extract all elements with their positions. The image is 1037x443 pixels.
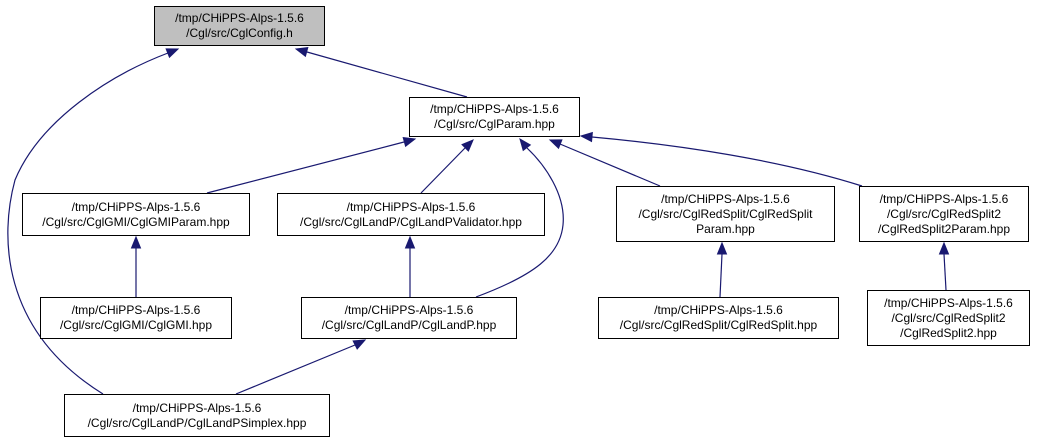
node-line: /Cgl/src/CglRedSplit/CglRedSplit <box>638 206 813 221</box>
node-line: /tmp/CHiPPS-Alps-1.5.6 <box>71 199 201 214</box>
edge-gmiparam-to-param <box>206 141 405 194</box>
arrowhead-simplex-to-root <box>165 48 180 59</box>
node-cglconfig-h[interactable]: /tmp/CHiPPS-Alps-1.5.6 /Cgl/src/CglConfi… <box>154 6 325 46</box>
node-line: /tmp/CHiPPS-Alps-1.5.6 <box>71 303 201 317</box>
node-line: Param.hpp <box>696 221 755 236</box>
arrowhead-landp-to-validator <box>404 235 416 249</box>
edge-redsplitpar-to-param <box>559 143 661 187</box>
node-line: /CglRedSplit2.hpp <box>900 325 997 340</box>
arrowhead-red2param-to-param <box>579 131 593 143</box>
node-line: /tmp/CHiPPS-Alps-1.5.6 <box>132 400 262 415</box>
node-line: /tmp/CHiPPS-Alps-1.5.6 <box>884 295 1013 310</box>
node-cgllandpvalidator-hpp[interactable]: /tmp/CHiPPS-Alps-1.5.6 /Cgl/src/CglLandP… <box>277 193 545 236</box>
arrowhead-red2-to-red2param <box>938 241 950 255</box>
arrowhead-gmiparam-to-param <box>402 136 417 148</box>
arrowhead-validator-to-param <box>461 139 474 152</box>
node-line: /tmp/CHiPPS-Alps-1.5.6 <box>346 199 476 214</box>
node-line: /tmp/CHiPPS-Alps-1.5.6 <box>344 303 474 317</box>
edge-simplex-to-root <box>7 52 169 395</box>
node-line: /tmp/CHiPPS-Alps-1.5.6 <box>654 303 783 317</box>
arrowhead-simplex-to-landp <box>352 339 367 350</box>
node-line: /tmp/CHiPPS-Alps-1.5.6 <box>879 191 1009 206</box>
arrowhead-landp-to-param <box>519 137 532 152</box>
node-line: /tmp/CHiPPS-Alps-1.5.6 <box>175 11 304 25</box>
edge-validator-to-param <box>420 147 466 194</box>
node-cglredsplit2-hpp[interactable]: /tmp/CHiPPS-Alps-1.5.6 /Cgl/src/CglRedSp… <box>867 290 1030 346</box>
node-cglparam-hpp[interactable]: /tmp/CHiPPS-Alps-1.5.6 /Cgl/src/CglParam… <box>409 97 580 137</box>
edge-landp-to-param <box>475 147 564 298</box>
arrowhead-redsplit-to-redsplitpar <box>716 241 728 255</box>
node-line: /tmp/CHiPPS-Alps-1.5.6 <box>430 102 559 116</box>
node-line: /tmp/CHiPPS-Alps-1.5.6 <box>661 191 790 206</box>
arrowhead-gmi-to-gmiparam <box>130 235 142 249</box>
node-line: /Cgl/src/CglLandP/CglLandPValidator.hpp <box>300 214 522 229</box>
node-cglgmiparam-hpp[interactable]: /tmp/CHiPPS-Alps-1.5.6 /Cgl/src/CglGMI/C… <box>22 193 250 236</box>
node-cgllandpsimplex-hpp[interactable]: /tmp/CHiPPS-Alps-1.5.6 /Cgl/src/CglLandP… <box>64 394 330 437</box>
node-line: /Cgl/src/CglGMI/CglGMIParam.hpp <box>42 214 230 229</box>
node-cglredsplitparam-hpp[interactable]: /tmp/CHiPPS-Alps-1.5.6 /Cgl/src/CglRedSp… <box>616 186 835 242</box>
node-line: /CglRedSplit2Param.hpp <box>877 221 1011 236</box>
node-line: /Cgl/src/CglGMI/CglGMI.hpp <box>59 318 213 332</box>
node-cglgmi-hpp[interactable]: /tmp/CHiPPS-Alps-1.5.6 /Cgl/src/CglGMI/C… <box>40 297 232 339</box>
node-line: /Cgl/src/CglRedSplit2 <box>891 310 1006 325</box>
node-line: /Cgl/src/CglLandP/CglLandP.hpp <box>321 318 497 332</box>
node-cglredsplit-hpp[interactable]: /tmp/CHiPPS-Alps-1.5.6 /Cgl/src/CglRedSp… <box>598 297 839 339</box>
edge-red2-to-red2param <box>943 253 947 291</box>
node-line: /Cgl/src/CglRedSplit2 <box>886 206 1002 221</box>
node-line: /Cgl/src/CglConfig.h <box>186 26 293 40</box>
node-line: /Cgl/src/CglLandP/CglLandPSimplex.hpp <box>87 415 307 430</box>
arrowhead-redsplitpar-to-param <box>548 139 563 150</box>
edge-param-to-root <box>306 51 468 98</box>
node-line: /Cgl/src/CglParam.hpp <box>434 117 555 131</box>
node-cglredsplit2param-hpp[interactable]: /tmp/CHiPPS-Alps-1.5.6 /Cgl/src/CglRedSp… <box>859 186 1029 242</box>
arrowhead-param-to-root <box>294 46 309 58</box>
edge-red2param-to-param <box>591 136 863 187</box>
edge-simplex-to-landp <box>235 344 356 395</box>
node-cgllandp-hpp[interactable]: /tmp/CHiPPS-Alps-1.5.6 /Cgl/src/CglLandP… <box>301 297 517 339</box>
edge-redsplit-to-redsplitpar <box>719 253 723 298</box>
node-line: /Cgl/src/CglRedSplit/CglRedSplit.hpp <box>619 318 818 332</box>
